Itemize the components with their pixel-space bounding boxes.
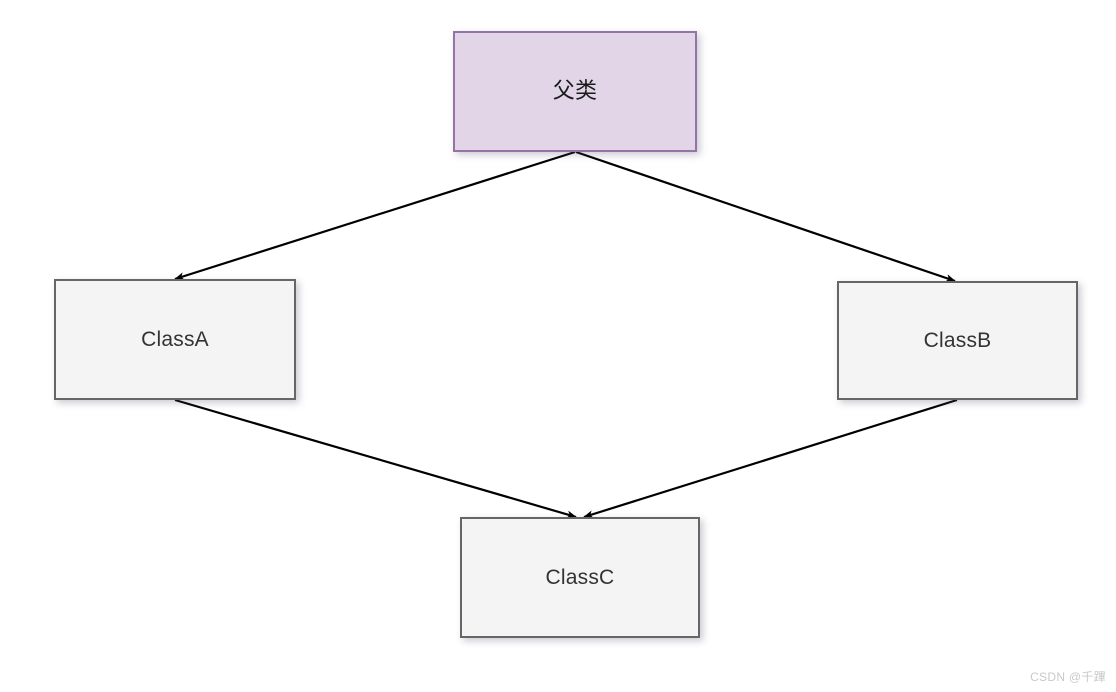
- node-class-b[interactable]: ClassB: [837, 281, 1078, 400]
- node-parent-class[interactable]: 父类: [453, 31, 697, 152]
- edge-classB-to-classC: [583, 398, 958, 519]
- csdn-watermark: CSDN @千蹕: [1030, 670, 1106, 684]
- node-class-a[interactable]: ClassA: [54, 279, 296, 400]
- node-class-c[interactable]: ClassC: [460, 517, 700, 638]
- edge-classA-to-classC: [174, 398, 577, 519]
- node-class-a-label: ClassA: [141, 327, 209, 351]
- node-class-b-label: ClassB: [923, 328, 992, 352]
- edge-parent-to-classB: [575, 150, 956, 283]
- edge-parent-to-classA: [174, 150, 576, 281]
- node-parent-class-label: 父类: [552, 78, 598, 104]
- node-class-c-label: ClassC: [545, 565, 615, 589]
